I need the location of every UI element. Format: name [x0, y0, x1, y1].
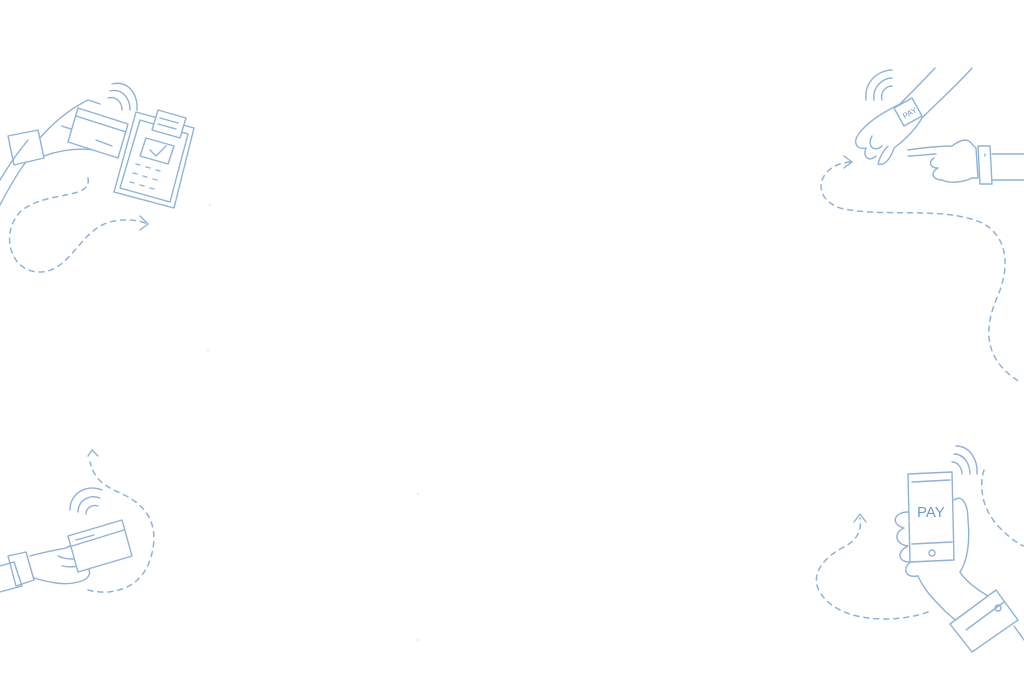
phone-hand-sketch [894, 497, 1024, 653]
pos-terminal-sketch [113, 109, 195, 209]
phone-contactless-wave-icon [951, 445, 978, 475]
watch-contactless-wave-icon [865, 69, 893, 101]
card-tap-illustration [0, 449, 155, 593]
dotted-path [820, 161, 1021, 383]
phone-pay-label: PAY [917, 504, 945, 521]
smartphone-sketch: PAY [907, 471, 955, 563]
pointing-hand-sketch [907, 139, 1024, 185]
arrow-head-icon [139, 215, 149, 231]
phone-payment-illustration: PAY [815, 445, 1024, 653]
contactless-wave-icon [69, 487, 103, 515]
card-terminal-illustration [0, 82, 195, 273]
arrow-head-icon [843, 155, 853, 169]
bank-card-sketch [67, 107, 129, 159]
dotted-path [8, 177, 149, 273]
smartwatch-payment-illustration: PAY [820, 67, 1024, 383]
background-specks [207, 204, 419, 641]
smartwatch-sketch: PAY [893, 97, 923, 127]
bank-card-sketch [67, 519, 133, 573]
arrow-head-icon [87, 449, 99, 457]
dotted-path [87, 461, 155, 593]
watch-arm-sketch [855, 67, 973, 166]
dotted-path [981, 469, 1024, 547]
arrow-head-icon [853, 513, 867, 523]
dotted-path [815, 517, 929, 620]
contactless-wave-icon [107, 82, 138, 111]
